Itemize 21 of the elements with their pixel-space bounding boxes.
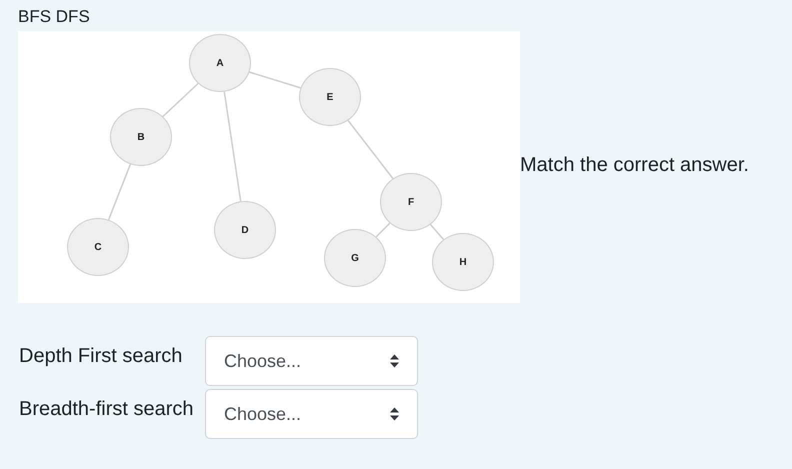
tree-node: F — [380, 173, 442, 231]
tree-node: D — [214, 201, 276, 259]
dropdown-select: Choose... — [205, 336, 418, 386]
tree-edge — [430, 224, 444, 240]
tree-edge — [162, 82, 199, 118]
tree-edge — [108, 164, 132, 220]
tree-edge — [348, 120, 394, 179]
tree-edge — [224, 92, 242, 202]
tree-node: E — [299, 68, 361, 126]
tree-node: B — [110, 108, 172, 166]
question-prompt: Match the correct answer. — [520, 153, 749, 178]
field-label: Breadth-first search — [19, 397, 194, 422]
tree-edge — [249, 71, 301, 89]
dropdown-select: Choose... — [205, 389, 418, 439]
tree-edge — [376, 222, 390, 238]
tree-node: H — [432, 233, 494, 291]
page-title: BFS DFS — [18, 6, 90, 28]
tree-node: A — [189, 34, 251, 92]
field-label: Depth First search — [19, 344, 182, 369]
tree-node: C — [67, 218, 129, 276]
tree-node: G — [324, 229, 386, 287]
